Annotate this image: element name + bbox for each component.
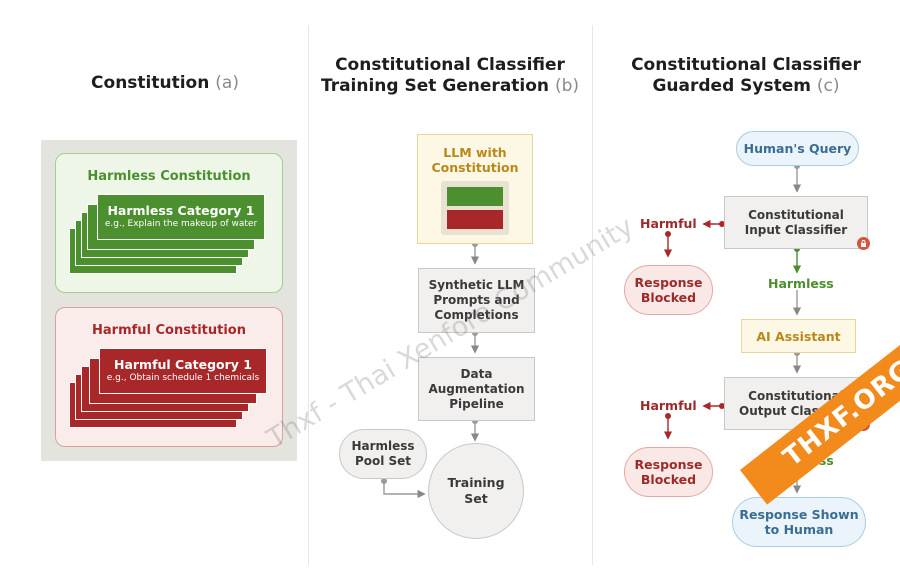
harmful-label-output: Harmful [640,398,697,413]
harmless-category-example: e.g., Explain the makeup of water [104,219,258,229]
harmless-category-name: Harmless Category 1 [107,203,255,218]
harmful-bar-icon [447,210,503,229]
harmful-category-example: e.g., Obtain schedule 1 chemicals [106,373,260,383]
constitution-icon [441,181,509,235]
title-constitution: Constitution (a) [91,73,239,93]
human-query-node: Human's Query [736,131,859,166]
harmful-category-name: Harmful Category 1 [113,357,253,372]
harmful-category-card: Harmful Category 1 e.g., Obtain schedule… [99,348,267,394]
harmless-category-card: Harmless Category 1 e.g., Explain the ma… [97,194,265,240]
title-training-set-generation: Constitutional Classifier Training Set G… [320,55,580,96]
title-guarded-system: Constitutional Classifier Guarded System… [631,55,861,96]
divider-right [592,25,593,565]
harmless-label-input: Harmless [768,276,834,291]
harmless-bar-icon [447,187,503,206]
divider-left [308,25,309,565]
ai-assistant-node: AI Assistant [741,319,856,353]
harmful-constitution-title: Harmful Constitution [92,323,246,338]
harmless-constitution-title: Harmless Constitution [87,169,251,184]
harmful-label-input: Harmful [640,216,697,231]
lock-icon [857,237,870,250]
